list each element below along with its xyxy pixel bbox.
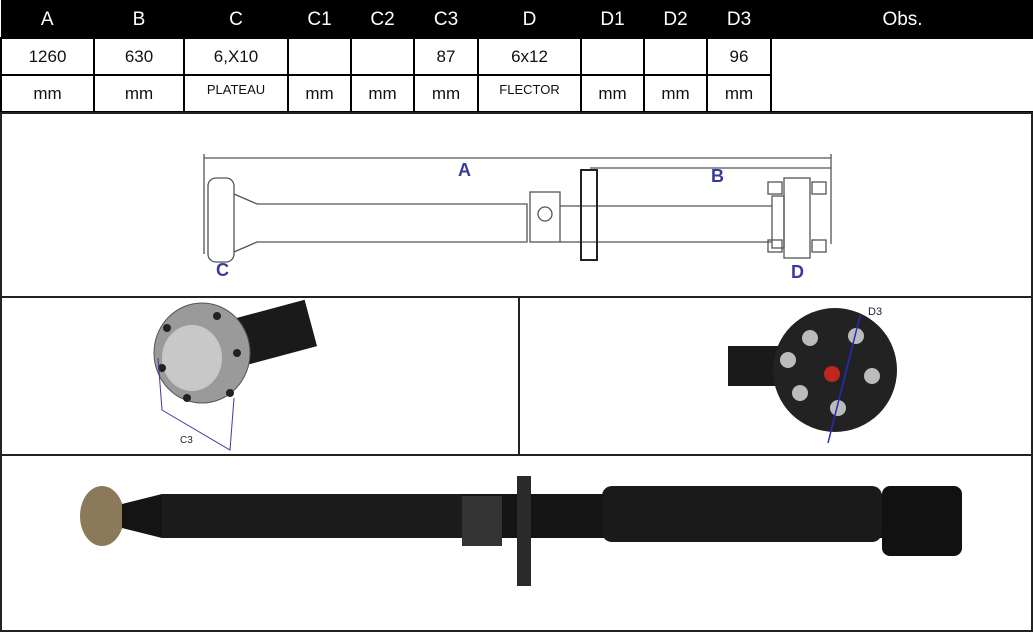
- value-d2: [643, 37, 708, 76]
- label-c3: C3: [180, 435, 193, 446]
- plateau-flange-image: [153, 299, 318, 451]
- value-c: 6,X10: [183, 37, 289, 76]
- flector-coupling-image: [728, 308, 897, 444]
- header-c3: C3: [413, 0, 479, 39]
- header-c: C: [183, 0, 289, 39]
- label-b: B: [711, 166, 724, 186]
- header-d1: D1: [580, 0, 645, 39]
- driveshaft-photo: [80, 476, 962, 586]
- label-d: D: [791, 262, 804, 282]
- unit-d1: mm: [580, 74, 645, 113]
- header-c2: C2: [350, 0, 415, 39]
- header-c1: C1: [287, 0, 352, 39]
- header-d: D: [477, 0, 582, 39]
- flange-photo-panel: C3: [0, 296, 520, 456]
- label-d3: D3: [868, 306, 883, 318]
- value-c3: 87: [413, 37, 479, 76]
- unit-d2: mm: [643, 74, 708, 113]
- header-row: A B C C1 C2 C3 D D1 D2 D3 Obs.: [0, 0, 1033, 39]
- value-c2: [350, 37, 415, 76]
- label-c: C: [216, 260, 229, 280]
- value-b: 630: [93, 37, 185, 76]
- value-d1: [580, 37, 645, 76]
- unit-b: mm: [93, 74, 185, 113]
- value-a: 1260: [0, 37, 95, 76]
- unit-c: PLATEAU: [183, 74, 289, 113]
- value-d3: 96: [706, 37, 772, 76]
- label-a: A: [458, 160, 471, 180]
- value-d: 6x12: [477, 37, 582, 76]
- unit-c2: mm: [350, 74, 415, 113]
- header-obs: Obs.: [770, 0, 1033, 39]
- driveshaft-diagram: [203, 154, 832, 263]
- header-d3: D3: [706, 0, 772, 39]
- header-b: B: [93, 0, 185, 39]
- units-row: mm mm PLATEAU mm mm mm FLECTOR mm mm mm: [0, 74, 1033, 113]
- value-c1: [287, 37, 352, 76]
- obs-cell: [770, 37, 1033, 113]
- header-d2: D2: [643, 0, 708, 39]
- header-a: A: [0, 0, 95, 39]
- unit-c3: mm: [413, 74, 479, 113]
- unit-d3: mm: [706, 74, 772, 113]
- product-photo-panel: [0, 454, 1033, 632]
- spec-table: A B C C1 C2 C3 D D1 D2 D3 Obs. 1260 630 …: [0, 0, 1033, 113]
- unit-c1: mm: [287, 74, 352, 113]
- diagram-panel: A B C D: [0, 112, 1033, 298]
- unit-a: mm: [0, 74, 95, 113]
- flector-photo-panel: D3: [518, 296, 1033, 456]
- unit-d: FLECTOR: [477, 74, 582, 113]
- values-row: 1260 630 6,X10 87 6x12 96: [0, 37, 1033, 113]
